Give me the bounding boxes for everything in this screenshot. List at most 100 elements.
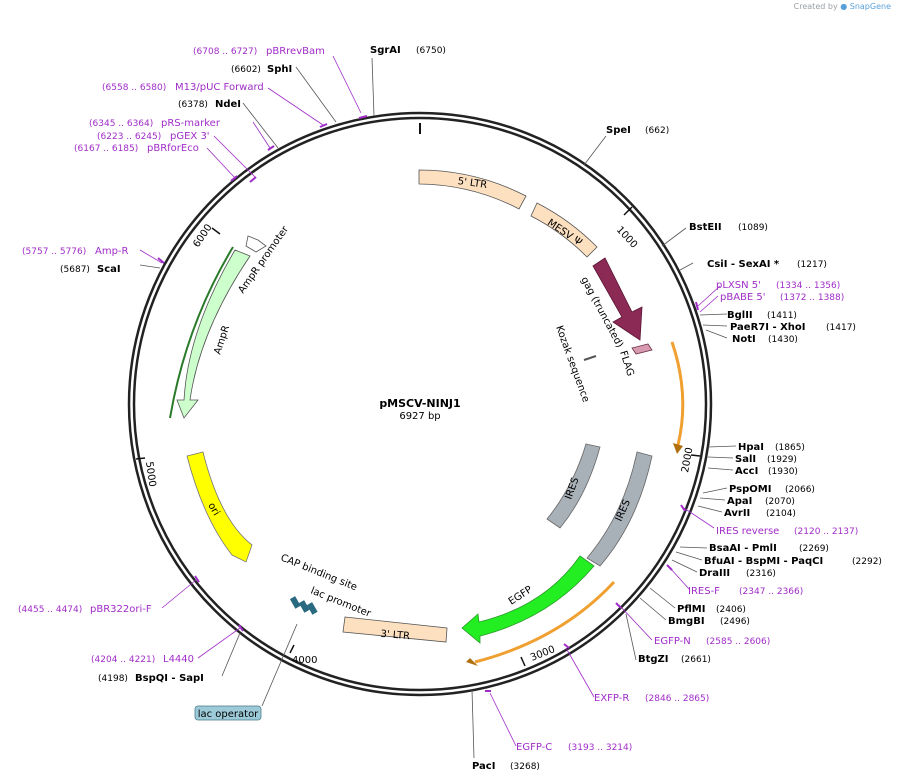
site-bspqi-sapi[interactable]: BspQI - SapI bbox=[135, 673, 204, 684]
primer-exfp-r[interactable]: EXFP-R bbox=[594, 693, 629, 704]
feature-ltr5[interactable]: 5' LTR bbox=[418, 169, 527, 210]
site-bglii-pos: (1411) bbox=[767, 311, 797, 321]
primer-pbrrevbam[interactable]: pBRrevBam bbox=[266, 46, 325, 57]
feature-gag[interactable]: gag (truncated) bbox=[578, 257, 643, 350]
tick-label-4000: 4000 bbox=[292, 655, 317, 666]
primer-prs-marker[interactable]: pRS-marker bbox=[161, 118, 221, 129]
site-paci[interactable]: PacI bbox=[472, 761, 495, 772]
orange-track-upper bbox=[670, 341, 685, 446]
primer-pbrforeco[interactable]: pBRforEco bbox=[147, 143, 199, 154]
feature-ires-outer[interactable]: IRES bbox=[586, 451, 653, 567]
site-apai-pos: (2070) bbox=[765, 497, 795, 507]
primer-marks bbox=[157, 115, 699, 692]
primer-pbr322ori-f[interactable]: pBR322ori-F bbox=[90, 604, 152, 615]
primer-m13-puc-forward-pos: (6558 .. 6580) bbox=[102, 83, 166, 93]
site-sali[interactable]: SalI bbox=[735, 454, 756, 465]
site-acci[interactable]: AccI bbox=[735, 466, 758, 477]
site-bmgbi-pos: (2496) bbox=[720, 617, 750, 627]
feature-ampr[interactable]: AmpR bbox=[169, 246, 251, 419]
site-sali-pos: (1929) bbox=[767, 455, 797, 465]
site-bmgbi[interactable]: BmgBI bbox=[668, 616, 705, 627]
primer-ires-f-pos: (2347 .. 2366) bbox=[739, 587, 803, 597]
site-bsaai-pmli-pos: (2269) bbox=[799, 544, 829, 554]
site-ndei-pos: (6378) bbox=[178, 100, 208, 110]
kozak-label: Kozak sequence bbox=[553, 324, 591, 404]
site-paer7i-xhoi[interactable]: PaeR7I - XhoI bbox=[730, 322, 806, 333]
feature-ires-inner[interactable]: IRES bbox=[546, 443, 601, 529]
primer-egfp-c[interactable]: EGFP-C bbox=[516, 742, 552, 753]
site-pflmi-pos: (2406) bbox=[716, 605, 746, 615]
site-avrii[interactable]: AvrII bbox=[724, 508, 750, 519]
credit-prefix: Created by bbox=[793, 2, 838, 11]
primer-pgex-3[interactable]: pGEX 3' bbox=[170, 131, 210, 142]
primer-pbrforeco-pos: (6167 .. 6185) bbox=[74, 144, 138, 154]
site-bsteii-pos: (1089) bbox=[738, 223, 768, 233]
primer-leader-lines bbox=[139, 55, 721, 747]
flag-label: FLAG bbox=[617, 350, 635, 378]
site-bsteii[interactable]: BstEII bbox=[689, 222, 722, 233]
site-sgrai-pos: (6750) bbox=[416, 46, 446, 56]
primer-egfp-c-pos: (3193 .. 3214) bbox=[568, 743, 632, 753]
site-paci-pos: (3268) bbox=[510, 762, 540, 772]
feature-cap-lac[interactable]: CAP binding site lac promoter bbox=[279, 553, 373, 621]
primer-pbrrevbam-pos: (6708 .. 6727) bbox=[193, 47, 257, 57]
orange-track-upper-head bbox=[673, 443, 683, 454]
primer-prs-marker-pos: (6345 .. 6364) bbox=[89, 119, 153, 129]
site-scai[interactable]: ScaI bbox=[97, 264, 121, 275]
feature-ori[interactable]: ori bbox=[186, 451, 253, 563]
site-paer7i-xhoi-pos: (1417) bbox=[826, 323, 856, 333]
site-spei[interactable]: SpeI bbox=[606, 125, 631, 136]
tick-label-5000: 5000 bbox=[143, 461, 157, 488]
feature-ltr3[interactable]: 3' LTR bbox=[342, 616, 448, 643]
primer-ires-reverse[interactable]: IRES reverse bbox=[716, 526, 779, 537]
site-scai-pos: (5687) bbox=[60, 265, 90, 275]
primer-egfp-n[interactable]: EGFP-N bbox=[654, 636, 691, 647]
lac-operator-badge[interactable]: lac operator bbox=[194, 705, 262, 721]
site-sgrai[interactable]: SgrAI bbox=[370, 45, 401, 56]
feature-flag[interactable]: FLAG bbox=[617, 343, 653, 378]
feature-kozak[interactable]: Kozak sequence bbox=[553, 324, 597, 404]
primer-pbabe-5-pos: (1372 .. 1388) bbox=[780, 293, 844, 303]
primer-amp-r[interactable]: Amp-R bbox=[95, 246, 129, 257]
site-draiii-pos: (2316) bbox=[746, 569, 776, 579]
site-bsaai-pmli[interactable]: BsaAI - PmlI bbox=[709, 543, 777, 554]
primer-l4440-pos: (4204 .. 4221) bbox=[91, 655, 155, 665]
primer-pbr322ori-f-pos: (4455 .. 4474) bbox=[18, 605, 82, 615]
site-pspomi[interactable]: PspOMI bbox=[729, 484, 771, 495]
site-draiii[interactable]: DraIII bbox=[699, 568, 730, 579]
primer-ires-f[interactable]: IRES-F bbox=[688, 586, 720, 597]
site-btgzi[interactable]: BtgZI bbox=[638, 654, 669, 665]
site-csii-sexai[interactable]: CsiI - SexAI * bbox=[707, 259, 780, 270]
site-ndei[interactable]: NdeI bbox=[215, 99, 241, 110]
site-hpai[interactable]: HpaI bbox=[738, 442, 764, 453]
tick-marks bbox=[135, 206, 701, 667]
site-pflmi[interactable]: PflMI bbox=[677, 604, 705, 615]
ltr3-label: 3' LTR bbox=[380, 629, 410, 643]
primer-m13-puc-forward[interactable]: M13/pUC Forward bbox=[175, 82, 264, 93]
snapgene-logo-icon: ● bbox=[840, 2, 848, 11]
site-noti-pos: (1430) bbox=[768, 335, 798, 345]
site-acci-pos: (1930) bbox=[768, 467, 798, 477]
feature-egfp[interactable]: EGFP bbox=[461, 555, 595, 644]
feature-mesv[interactable]: MESV Ψ bbox=[530, 202, 598, 258]
orange-track-lower bbox=[474, 580, 616, 664]
site-hpai-pos: (1865) bbox=[775, 443, 805, 453]
orange-track-lower-head bbox=[466, 658, 478, 666]
primer-l4440[interactable]: L4440 bbox=[163, 654, 194, 665]
lac-operator-label: lac operator bbox=[198, 709, 259, 720]
tick-label-1000: 1000 bbox=[614, 225, 639, 251]
site-sphi[interactable]: SphI bbox=[267, 64, 292, 75]
site-bfuai-bspmi-paqci[interactable]: BfuAI - BspMI - PaqCI bbox=[704, 556, 823, 567]
site-btgzi-pos: (2661) bbox=[681, 655, 711, 665]
ampr-label: AmpR bbox=[212, 324, 232, 356]
plasmid-length: 6927 bp bbox=[399, 411, 440, 422]
primer-pbabe-5[interactable]: pBABE 5' bbox=[720, 292, 766, 303]
site-bspqi-sapi-pos: (4198) bbox=[98, 674, 128, 684]
site-apai[interactable]: ApaI bbox=[727, 496, 752, 507]
site-noti[interactable]: NotI bbox=[732, 334, 756, 345]
site-bglii[interactable]: BglII bbox=[727, 310, 753, 321]
credit-brand: SnapGene bbox=[849, 2, 891, 11]
primer-amp-r-pos: (5757 .. 5776) bbox=[22, 247, 86, 257]
primer-plxsn-5[interactable]: pLXSN 5' bbox=[716, 280, 761, 291]
